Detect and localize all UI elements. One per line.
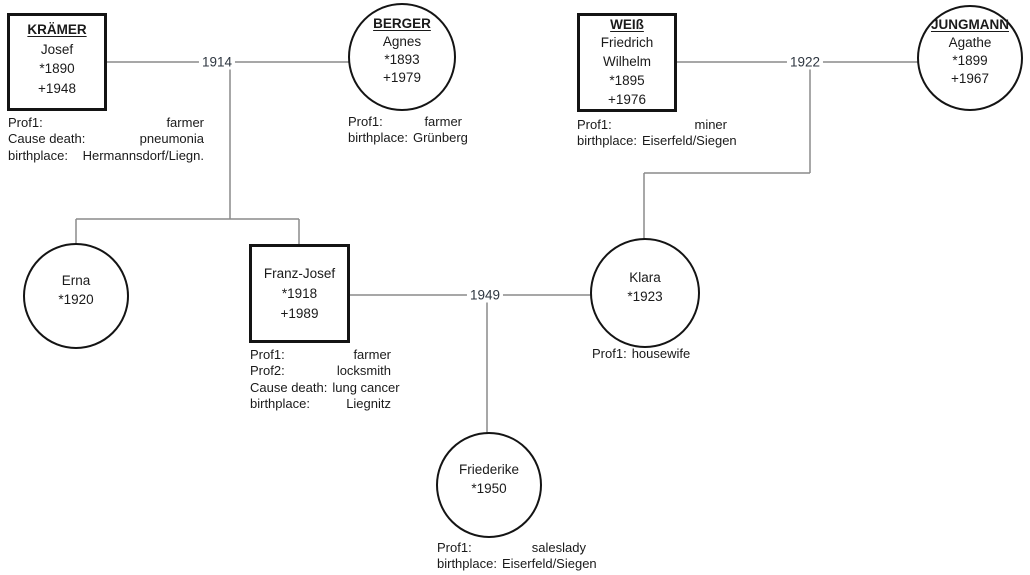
person-node-erna[interactable]: Erna *1920 [23,243,129,349]
annotation-row: Prof1: miner [577,117,727,133]
annotation-value: Grünberg [412,130,468,146]
person-node-jungmann-agathe[interactable]: JUNGMANN Agathe *1899 +1967 [917,5,1023,111]
annotation-value: farmer [166,115,204,130]
person-node-kraemer-josef[interactable]: KRÄMER Josef *1890 +1948 [7,13,107,111]
annotation-row: Prof1: farmer [348,114,462,130]
person-surname: WEIß [610,16,644,32]
annotation-value: farmer [353,347,391,362]
annotation-value: saleslady [531,540,586,555]
annotation-label: Prof1: [348,114,383,129]
annotation-block-berger-agnes: Prof1: farmer birthplace: Grünberg [348,114,468,147]
annotation-value: housewife [631,346,691,361]
marriage-year-weiss-jungmann[interactable]: 1922 [786,54,824,70]
person-birth-year: *1920 [58,292,94,307]
person-node-klara[interactable]: Klara *1923 [590,238,700,348]
annotation-label: Cause death: [250,379,328,395]
person-death-year: +1979 [383,70,421,85]
person-node-weiss-friedrich[interactable]: WEIß Friedrich Wilhelm *1895 +1976 [577,13,677,112]
person-given-name: Friederike [458,462,520,477]
annotation-label: Prof1: [592,346,627,361]
annotation-value: Eiserfeld/Siegen [641,133,737,149]
annotation-value: Hermannsdorf/Liegn. [82,147,204,163]
person-middle-name: Wilhelm [602,54,651,70]
person-death-year: +1948 [38,80,76,96]
annotation-block-kraemer-josef: Prof1: farmer Cause death: pneumonia bir… [8,115,204,164]
annotation-label: birthplace: [8,147,68,163]
person-birth-year: *1890 [39,61,75,76]
person-given-name: Franz-Josef [263,265,336,281]
person-surname: BERGER [373,16,431,31]
person-given-name: Erna [61,273,91,288]
annotation-value: Eiserfeld/Siegen [501,556,597,572]
annotation-block-franz-josef: Prof1: farmer Prof2: locksmith Cause dea… [250,347,400,412]
person-birth-year: *1923 [627,289,663,304]
annotation-label: birthplace: [348,130,408,146]
annotation-value: pneumonia [139,131,204,147]
annotation-value: Liegnitz [346,395,391,411]
annotation-block-klara: Prof1: housewife [592,346,690,362]
person-surname: KRÄMER [27,22,87,37]
annotation-block-friederike: Prof1: saleslady birthplace: Eiserfeld/S… [437,540,597,573]
annotation-label: birthplace: [437,556,497,572]
annotation-label: Prof1: [250,347,285,362]
annotation-row: Prof1: farmer [250,347,391,363]
annotation-block-weiss-friedrich: Prof1: miner birthplace: Eiserfeld/Siege… [577,117,737,150]
person-death-year: +1967 [951,71,989,86]
annotation-value: miner [694,117,727,132]
annotation-row: Cause death: lung cancer [250,379,400,396]
person-birth-year: *1950 [471,481,507,496]
person-birth-year: *1893 [384,52,420,67]
annotation-label: Prof1: [8,115,43,130]
person-given-name: Agnes [382,34,422,49]
annotation-row: birthplace: Hermannsdorf/Liegn. [8,148,204,164]
marriage-year-franzjosef-klara[interactable]: 1949 [466,287,504,303]
person-given-name: Friedrich [600,35,654,51]
person-death-year: +1989 [280,305,319,321]
person-node-franz-josef[interactable]: Franz-Josef *1918 +1989 [249,244,350,343]
annotation-row: Prof1: saleslady [437,540,586,556]
annotation-label: Prof2: [250,363,285,379]
annotation-value: locksmith [336,363,391,379]
annotation-label: Prof1: [437,540,472,555]
person-surname: JUNGMANN [930,17,1009,32]
person-birth-year: *1899 [952,53,988,68]
person-given-name: Agathe [948,35,992,50]
annotation-row: Prof1: housewife [592,346,690,362]
person-node-friederike[interactable]: Friederike *1950 [436,432,542,538]
annotation-row: birthplace: Eiserfeld/Siegen [437,556,597,572]
annotation-value: farmer [424,114,462,129]
person-given-name: Klara [629,270,661,285]
annotation-label: birthplace: [577,133,637,149]
annotation-row: birthplace: Eiserfeld/Siegen [577,133,737,149]
person-death-year: +1976 [608,91,646,107]
annotation-row: birthplace: Liegnitz [250,396,391,412]
person-given-name: Josef [40,41,74,57]
person-birth-year: *1918 [281,285,318,301]
annotation-value: lung cancer [332,379,400,395]
person-birth-year: *1895 [609,72,645,88]
annotation-row: Prof1: farmer [8,115,204,131]
annotation-row: Cause death: pneumonia [8,131,204,147]
marriage-year-kraemer-berger[interactable]: 1914 [198,54,236,70]
annotation-label: birthplace: [250,395,310,411]
annotation-row: Prof2: locksmith [250,363,391,379]
annotation-row: birthplace: Grünberg [348,130,468,146]
person-node-berger-agnes[interactable]: BERGER Agnes *1893 +1979 [348,3,456,111]
annotation-label: Cause death: [8,131,86,147]
annotation-label: Prof1: [577,117,612,132]
